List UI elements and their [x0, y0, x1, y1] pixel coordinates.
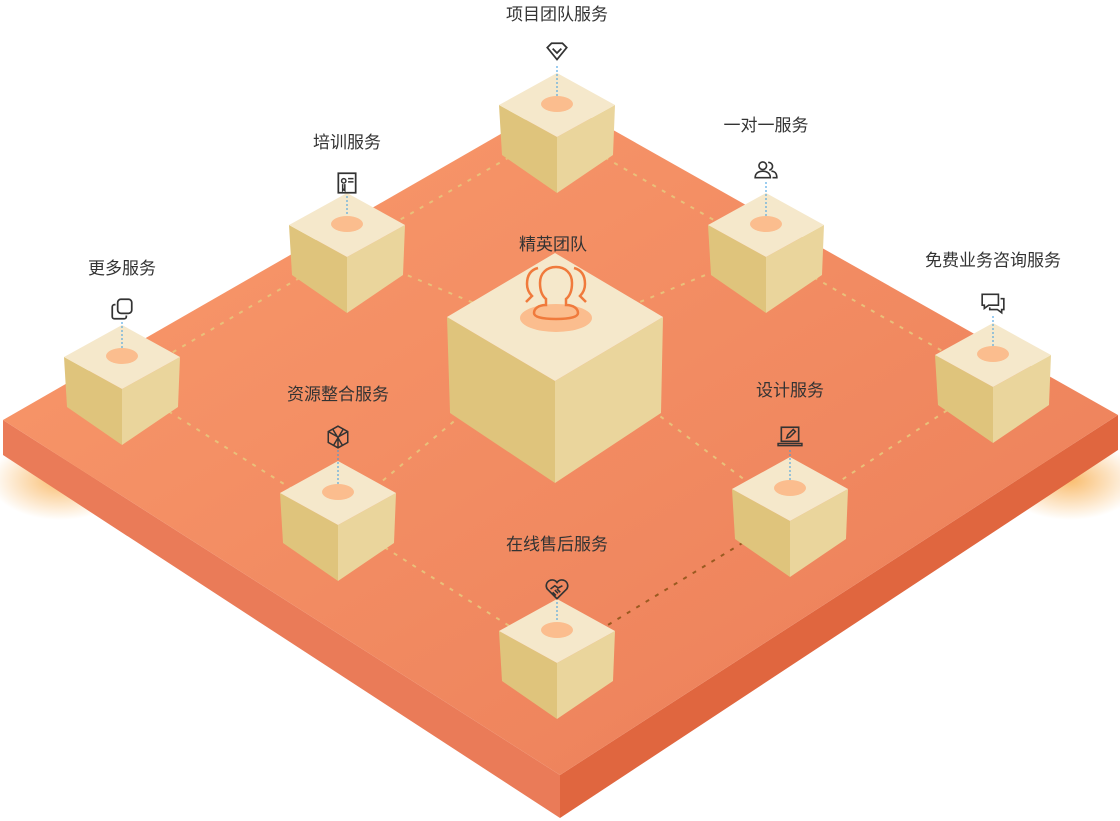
service-label: 更多服务	[88, 259, 156, 279]
handshake-heart-icon	[544, 576, 570, 602]
cube-right-face	[557, 631, 615, 719]
diamond-icon	[544, 40, 570, 66]
cube-left-face	[64, 357, 122, 445]
cube-right-face	[790, 489, 848, 577]
center-cube	[447, 253, 663, 483]
cube-spot	[322, 484, 354, 500]
platform-left-side	[3, 420, 560, 818]
cube-spot	[541, 622, 573, 638]
cube-icon	[325, 424, 351, 450]
service-label: 免费业务咨询服务	[925, 251, 1061, 271]
cube-spot	[106, 348, 138, 364]
service-cube	[732, 450, 848, 577]
cube-left-face	[732, 489, 790, 577]
cube-right-face	[766, 225, 824, 313]
center-label: 精英团队	[519, 235, 587, 255]
service-label: 项目团队服务	[506, 5, 608, 25]
cube-left-face	[935, 355, 993, 443]
cube-left-face	[499, 105, 557, 193]
cube-spot	[331, 216, 363, 232]
service-cube	[708, 182, 824, 313]
cube-left-face	[280, 493, 338, 581]
cube-right-face	[122, 357, 180, 445]
cube-right-face	[338, 493, 396, 581]
cube-spot	[541, 96, 573, 112]
copy-icon	[109, 296, 135, 322]
chat-icon	[980, 290, 1006, 316]
service-cube	[499, 66, 615, 193]
laptop-pen-icon	[777, 424, 803, 450]
service-cube	[289, 193, 405, 313]
cube-left-face	[289, 225, 347, 313]
service-label: 在线售后服务	[506, 535, 608, 555]
service-cube	[64, 322, 180, 445]
cube-spot	[750, 216, 782, 232]
cube-left-face	[708, 225, 766, 313]
team-icon	[525, 265, 587, 321]
cube-right-face	[347, 225, 405, 313]
dashed-connector	[789, 379, 994, 515]
platform-right-side	[560, 415, 1118, 818]
service-cube	[280, 450, 396, 581]
cubes	[64, 66, 1051, 719]
cube-right-face	[993, 355, 1051, 443]
cube-right-face	[557, 105, 615, 193]
users-icon	[753, 156, 779, 182]
service-cube	[499, 599, 615, 719]
cube-left-face	[447, 317, 555, 483]
service-label: 培训服务	[313, 133, 381, 153]
cube-spot	[774, 480, 806, 496]
cube-right-face	[555, 317, 663, 483]
service-label: 一对一服务	[723, 116, 809, 136]
service-label: 设计服务	[756, 381, 824, 401]
service-label: 资源整合服务	[287, 385, 389, 405]
certificate-icon	[334, 170, 360, 196]
service-cube	[935, 316, 1051, 443]
cube-left-face	[499, 631, 557, 719]
cube-spot	[977, 346, 1009, 362]
